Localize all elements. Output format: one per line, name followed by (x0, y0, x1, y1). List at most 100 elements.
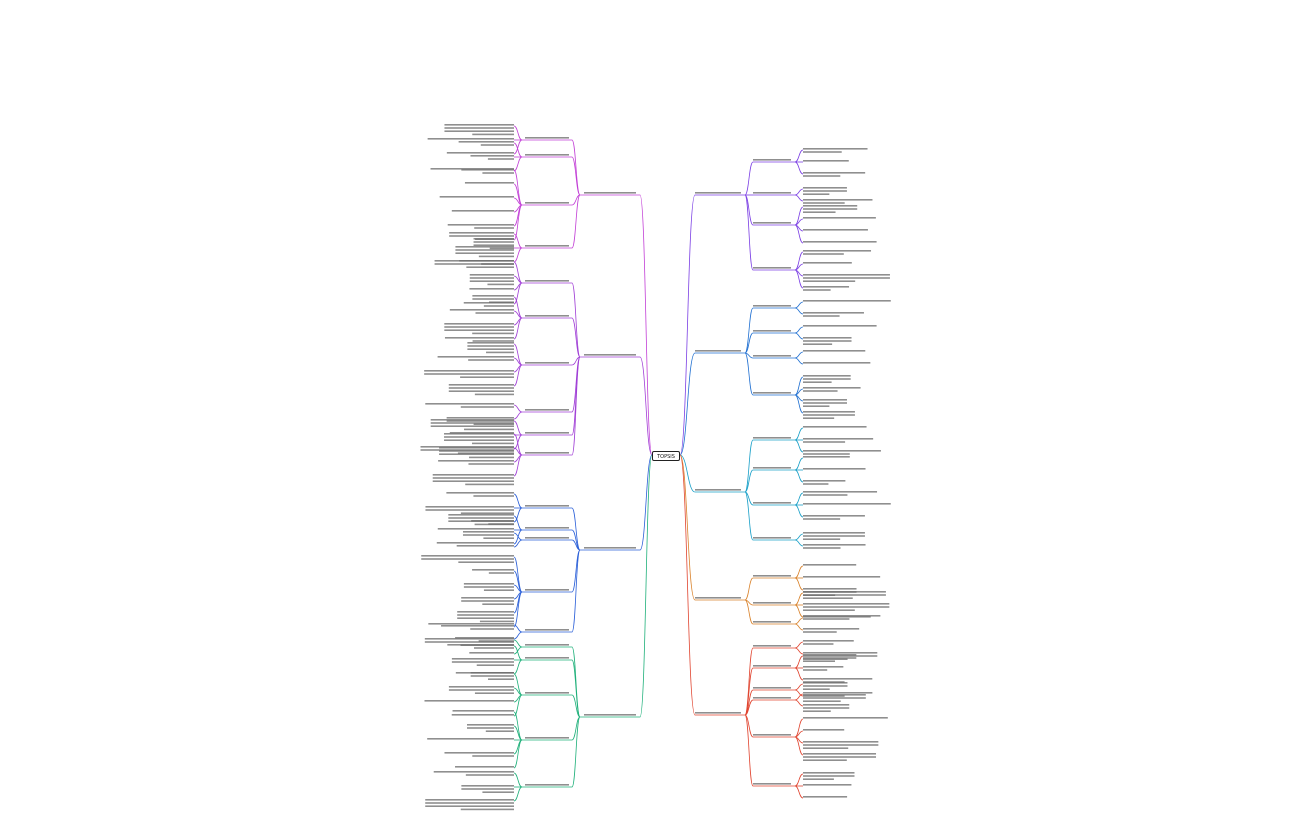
right-branch-4-sub-0-label[interactable] (753, 645, 791, 647)
right-branch-0-sub-3-label[interactable] (753, 267, 791, 269)
left-branch-2-sub-3-label[interactable] (525, 589, 569, 591)
right-branch-4-sub-5-leaf-1[interactable] (803, 784, 852, 786)
right-branch-1-sub-2-leaf-0[interactable] (803, 350, 866, 352)
left-branch-3-sub-3-leaf-4[interactable] (455, 766, 514, 768)
left-branch-0-sub-0-leaf-1[interactable] (427, 138, 514, 140)
left-branch-3-sub-3-leaf-2[interactable] (427, 738, 514, 740)
right-branch-2-sub-0-leaf-0[interactable] (803, 426, 867, 428)
left-branch-0-sub-2-leaf-4[interactable] (447, 224, 514, 229)
left-branch-2-sub-3-leaf-3[interactable] (461, 597, 514, 605)
right-branch-1-sub-0-label[interactable] (753, 305, 791, 307)
left-branch-1-sub-5-leaf-2[interactable] (438, 460, 514, 465)
left-branch-2-sub-2-leaf-0[interactable] (462, 531, 514, 539)
left-branch-1-sub-3-label[interactable] (525, 409, 569, 411)
left-branch-1-sub-0-leaf-1[interactable] (469, 274, 514, 286)
right-branch-0-sub-3-leaf-2[interactable] (803, 274, 890, 282)
left-branch-1-sub-1-label[interactable] (525, 315, 569, 317)
right-branch-3-sub-1-leaf-0[interactable] (803, 591, 886, 599)
left-branch-3-sub-4-leaf-0[interactable] (433, 771, 514, 776)
right-branch-1-sub-3-leaf-3[interactable] (803, 411, 855, 419)
right-branch-0-sub-2-leaf-2[interactable] (803, 229, 868, 231)
left-branch-1-sub-2-leaf-1[interactable] (437, 356, 514, 361)
right-branch-2-sub-2-leaf-0[interactable] (803, 491, 878, 496)
left-branch-1-sub-4-leaf-0[interactable] (430, 419, 514, 431)
right-branch-4-sub-5-leaf-0[interactable] (803, 772, 855, 780)
right-branch-4-sub-2-label[interactable] (753, 687, 791, 689)
right-branch-0-sub-2-leaf-1[interactable] (803, 217, 876, 219)
right-branch-1-sub-1-leaf-1[interactable] (803, 337, 852, 345)
right-branch-0-sub-3-leaf-1[interactable] (803, 262, 852, 264)
right-branch-2-sub-2-leaf-2[interactable] (803, 515, 865, 520)
left-branch-0-sub-1-leaf-2[interactable] (461, 169, 514, 174)
left-branch-3-label[interactable] (584, 714, 636, 716)
left-branch-0-sub-1-leaf-0[interactable] (458, 141, 514, 146)
left-branch-0-label[interactable] (584, 192, 636, 194)
left-branch-1-sub-0-leaf-3[interactable] (463, 302, 514, 307)
right-branch-1-sub-3-leaf-0[interactable] (803, 375, 851, 383)
right-branch-2-sub-1-label[interactable] (753, 467, 791, 469)
right-branch-4-sub-3-leaf-0[interactable] (803, 692, 873, 697)
right-branch-4-label[interactable] (695, 712, 741, 714)
left-branch-0-sub-2-leaf-2[interactable] (439, 196, 514, 198)
left-branch-2-sub-3-leaf-5[interactable] (441, 625, 514, 630)
left-branch-1-sub-4-leaf-1[interactable] (444, 433, 514, 445)
right-branch-1-sub-2-label[interactable] (753, 355, 791, 357)
left-branch-0-sub-2-leaf-1[interactable] (464, 182, 514, 184)
left-branch-0-sub-2-label[interactable] (525, 202, 569, 204)
right-branch-2-sub-0-label[interactable] (753, 437, 791, 439)
right-branch-0-sub-0-label[interactable] (753, 159, 791, 161)
right-branch-4-sub-3-label[interactable] (753, 697, 791, 699)
right-branch-1-sub-3-leaf-2[interactable] (803, 399, 847, 407)
left-branch-0-sub-0-label[interactable] (525, 137, 569, 139)
left-branch-3-sub-2-leaf-3[interactable] (451, 714, 514, 716)
left-branch-0-sub-2-leaf-0[interactable] (430, 168, 514, 170)
right-branch-0-sub-3-leaf-0[interactable] (803, 250, 872, 255)
left-branch-2-sub-4-label[interactable] (525, 629, 569, 631)
right-branch-4-sub-1-leaf-1[interactable] (803, 666, 844, 671)
right-branch-4-sub-4-leaf-0[interactable] (803, 717, 888, 719)
right-branch-0-label[interactable] (695, 192, 741, 194)
left-branch-1-sub-4-label[interactable] (525, 432, 569, 434)
right-branch-2-sub-0-leaf-1[interactable] (803, 438, 874, 443)
left-branch-2-sub-1-leaf-0[interactable] (448, 514, 514, 526)
left-branch-2-sub-0-leaf-0[interactable] (446, 492, 514, 497)
left-branch-0-sub-3-leaf-1[interactable] (455, 246, 514, 258)
right-branch-4-sub-4-leaf-2[interactable] (803, 741, 879, 749)
right-branch-3-sub-0-leaf-0[interactable] (803, 564, 857, 566)
left-branch-2-sub-1-leaf-2[interactable] (436, 542, 514, 544)
left-branch-3-sub-2-leaf-0[interactable] (470, 672, 514, 680)
right-branch-0-sub-1-label[interactable] (753, 192, 791, 194)
left-branch-0-sub-0-leaf-2[interactable] (446, 152, 514, 154)
left-branch-2-sub-4-leaf-0[interactable] (428, 623, 514, 625)
left-branch-3-sub-0-leaf-1[interactable] (469, 652, 514, 654)
right-branch-1-sub-1-label[interactable] (753, 330, 791, 332)
right-branch-1-sub-0-leaf-0[interactable] (803, 300, 891, 302)
left-branch-1-sub-1-leaf-3[interactable] (444, 337, 514, 342)
right-branch-3-sub-0-label[interactable] (753, 575, 791, 577)
right-branch-1-sub-3-label[interactable] (753, 392, 791, 394)
right-branch-4-sub-2-leaf-1[interactable] (803, 694, 866, 702)
right-branch-3-sub-1-leaf-1[interactable] (803, 603, 890, 611)
left-branch-1-sub-2-label[interactable] (525, 362, 569, 364)
right-branch-2-sub-3-leaf-1[interactable] (803, 544, 866, 549)
right-branch-3-label[interactable] (695, 597, 741, 599)
right-branch-3-sub-2-leaf-0[interactable] (803, 616, 871, 618)
left-branch-1-sub-1-leaf-1[interactable] (449, 309, 514, 314)
right-branch-0-sub-3-leaf-3[interactable] (803, 286, 850, 291)
right-branch-0-sub-2-label[interactable] (753, 222, 791, 224)
left-branch-3-sub-0-label[interactable] (525, 644, 569, 646)
left-branch-3-sub-3-leaf-1[interactable] (467, 724, 514, 732)
right-branch-4-sub-5-label[interactable] (753, 783, 791, 785)
left-branch-2-sub-3-leaf-2[interactable] (463, 583, 514, 591)
left-branch-2-sub-4-leaf-1[interactable] (455, 637, 514, 642)
left-branch-2-sub-1-label[interactable] (525, 527, 569, 529)
right-branch-2-sub-3-label[interactable] (753, 537, 791, 539)
right-branch-0-sub-0-leaf-2[interactable] (803, 172, 866, 177)
right-branch-3-sub-1-label[interactable] (753, 602, 791, 604)
left-branch-3-sub-4-label[interactable] (525, 784, 569, 786)
right-branch-4-sub-0-leaf-0[interactable] (803, 640, 854, 645)
left-branch-1-sub-5-leaf-0[interactable] (449, 432, 514, 434)
left-branch-3-sub-1-leaf-0[interactable] (447, 644, 514, 649)
right-branch-2-label[interactable] (695, 489, 741, 491)
left-branch-0-sub-1-label[interactable] (525, 154, 569, 156)
